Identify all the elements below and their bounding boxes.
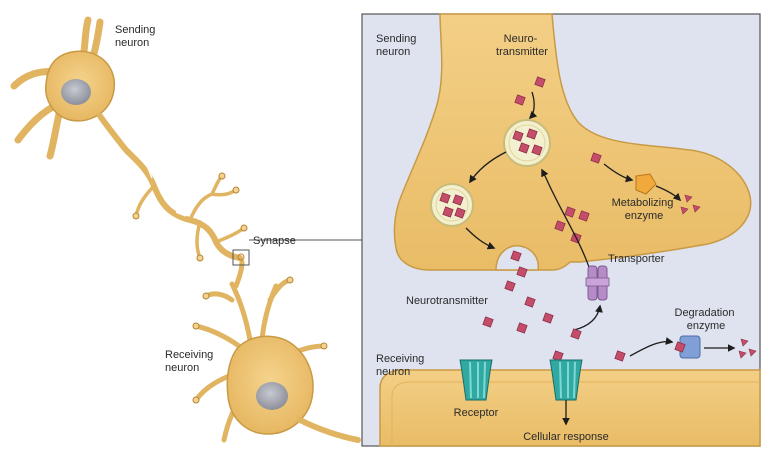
sending-neuron-axon xyxy=(100,116,240,258)
sending-neuron-label: Sending neuron xyxy=(115,24,158,49)
neurotransmitter-cleft-label: Neurotransmitter xyxy=(406,295,488,307)
sending-neuron-nucleus xyxy=(61,79,91,105)
receptor-right xyxy=(550,360,582,400)
transporter xyxy=(586,266,609,300)
receptor-left xyxy=(460,360,492,400)
receiving-neuron-label: Receiving neuron xyxy=(165,349,216,374)
sending-neuron xyxy=(14,20,247,261)
receiving-neuron-nucleus xyxy=(256,382,288,410)
cellular-response-label: Cellular response xyxy=(523,431,609,443)
synapse-detail-panel: Sending neuron Neuro- transmitter Metabo… xyxy=(362,14,760,446)
receptor-label: Receptor xyxy=(454,407,499,419)
receiving-neuron xyxy=(193,262,358,440)
vesicle-upper xyxy=(504,120,550,166)
transporter-label: Transporter xyxy=(608,253,665,265)
synapse-label: Synapse xyxy=(253,235,296,247)
vesicle-lower xyxy=(431,184,473,226)
